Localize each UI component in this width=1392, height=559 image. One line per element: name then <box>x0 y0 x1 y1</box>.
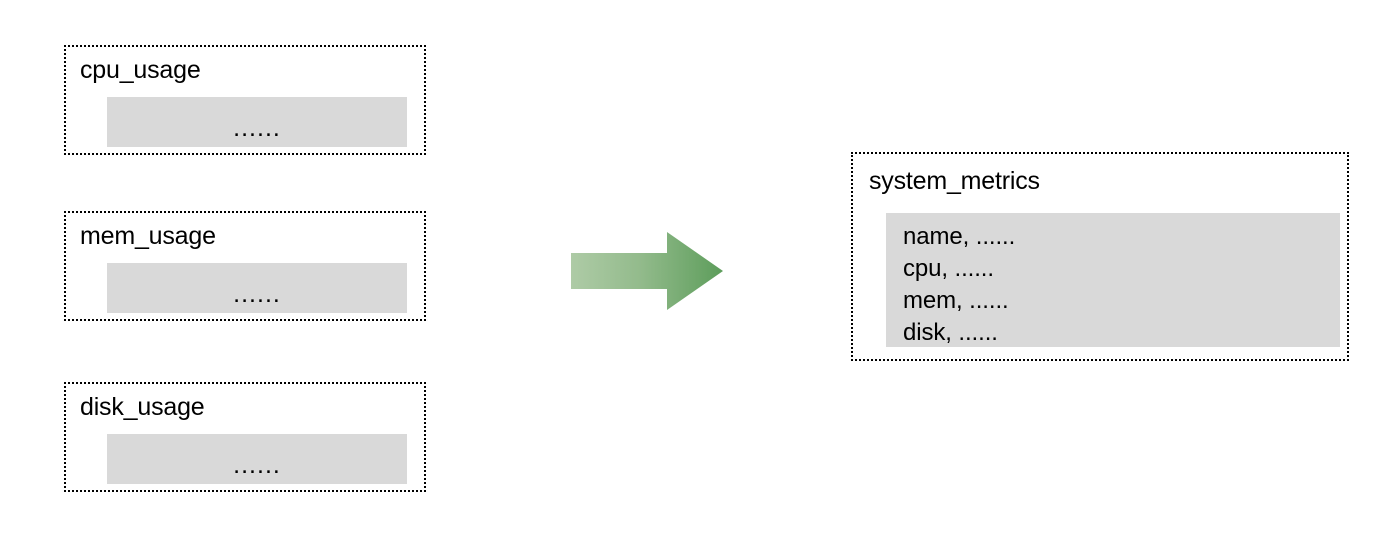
source-box-disk-usage[interactable]: disk_usage ...... <box>64 382 426 492</box>
ellipsis-placeholder: ...... <box>233 114 281 142</box>
field-row: mem, ...... <box>903 287 1009 314</box>
source-title-mem-usage: mem_usage <box>80 222 216 250</box>
source-title-disk-usage: disk_usage <box>80 393 205 421</box>
source-title-cpu-usage: cpu_usage <box>80 56 201 84</box>
source-body-mem-usage: ...... <box>107 263 407 313</box>
field-row: name, ...... <box>903 223 1016 250</box>
source-box-cpu-usage[interactable]: cpu_usage ...... <box>64 45 426 155</box>
source-box-mem-usage[interactable]: mem_usage ...... <box>64 211 426 321</box>
destination-title-system-metrics: system_metrics <box>869 167 1040 195</box>
source-body-cpu-usage: ...... <box>107 97 407 147</box>
destination-box-system-metrics[interactable]: system_metrics name, ...... cpu, ...... … <box>851 152 1349 361</box>
ellipsis-placeholder: ...... <box>233 280 281 308</box>
source-body-disk-usage: ...... <box>107 434 407 484</box>
field-row: disk, ...... <box>903 319 998 346</box>
destination-field-list: name, ...... cpu, ...... mem, ...... dis… <box>886 213 1340 347</box>
field-row: cpu, ...... <box>903 255 994 282</box>
right-arrow-icon <box>571 232 723 310</box>
ellipsis-placeholder: ...... <box>233 451 281 479</box>
